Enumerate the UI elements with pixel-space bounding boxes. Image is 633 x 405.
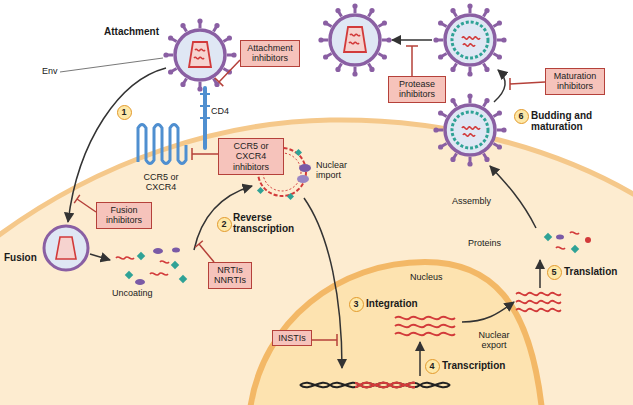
number-text: 5	[551, 268, 556, 277]
inhibitor-box: NRTIs NNRTIs	[208, 262, 252, 289]
part-label: Assembly	[452, 196, 491, 206]
step-number: 4	[425, 359, 440, 374]
inhibitor-box: Protease inhibitors	[388, 76, 446, 103]
number-text: 4	[429, 362, 434, 371]
number-text: 1	[121, 108, 126, 117]
part-label: CCR5 or CXCR4	[132, 172, 190, 192]
part-label: CD4	[211, 106, 229, 116]
step-number: 6	[514, 109, 529, 124]
step-number: 2	[217, 217, 232, 232]
box-text: Maturation inhibitors	[549, 71, 601, 92]
box-text: Fusion inhibitors	[100, 205, 148, 226]
inhibitor-box: INSTIs	[272, 330, 312, 346]
part-label: Env	[42, 66, 58, 76]
step-label: Reverse transcription	[233, 212, 301, 234]
number-text: 2	[221, 220, 226, 229]
part-label: Nuclear import	[316, 160, 368, 180]
step-label: Transcription	[442, 360, 505, 371]
step-label: Translation	[564, 266, 617, 277]
box-text: Attachment inhibitors	[244, 43, 296, 64]
step-label: Fusion	[4, 252, 37, 263]
box-text: NRTIs NNRTIs	[212, 265, 248, 286]
box-text: Protease inhibitors	[392, 79, 442, 100]
box-text: INSTIs	[278, 333, 306, 343]
number-text: 3	[353, 300, 358, 309]
step-label: Attachment	[104, 26, 159, 37]
inhibitor-box: Fusion inhibitors	[96, 202, 152, 229]
inhibitor-box: Maturation inhibitors	[545, 68, 605, 95]
part-label: Uncoating	[112, 288, 153, 298]
number-text: 6	[518, 112, 523, 121]
step-label: Budding and maturation	[531, 110, 623, 132]
step-label: Integration	[366, 298, 418, 309]
part-label: Nucleus	[410, 272, 443, 282]
inhibitor-box: Attachment inhibitors	[240, 40, 300, 67]
step-number: 1	[117, 105, 132, 120]
part-label: Nuclear export	[470, 330, 518, 350]
step-number: 3	[349, 297, 364, 312]
step-number: 5	[547, 265, 562, 280]
inhibitor-box: CCR5 or CXCR4 inhibitors	[218, 138, 284, 175]
part-label: Proteins	[468, 238, 501, 248]
box-text: CCR5 or CXCR4 inhibitors	[222, 141, 280, 172]
